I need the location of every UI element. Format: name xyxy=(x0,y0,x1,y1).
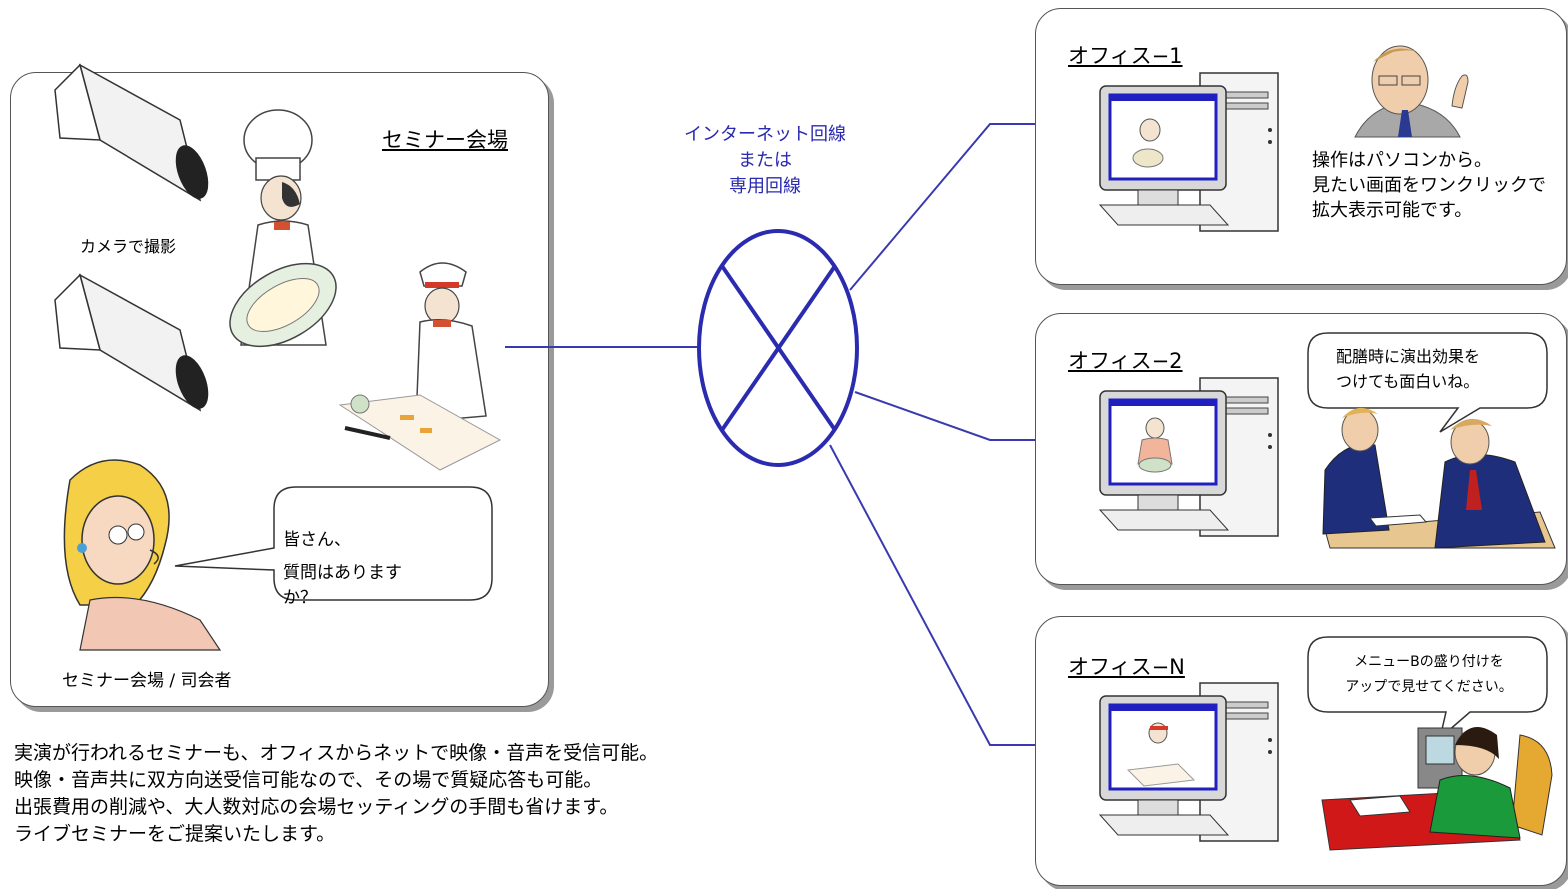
host-bubble-line: 皆さん、 xyxy=(283,530,351,550)
office-2-bubble-line: 配膳時に演出効果を xyxy=(1336,347,1481,366)
description-line: ライブセミナーをご提案いたします。 xyxy=(14,823,336,845)
office-1-connection-line xyxy=(849,123,1035,291)
camera-caption: カメラで撮影 xyxy=(80,237,177,256)
venue-title: セミナー会場 xyxy=(382,128,508,152)
office-2-title: オフィス−2 xyxy=(1068,349,1183,373)
office-n-woman-illustration xyxy=(1321,727,1553,851)
office-1-caption-line: 見たい画面をワンクリックで xyxy=(1312,175,1546,196)
main-description: 実演が行われるセミナーも、オフィスからネットで映像・音声を受信可能。 映像・音声… xyxy=(14,740,658,848)
host-bubble-text: 皆さん、 質問はありますか？ xyxy=(283,528,433,611)
office-2-bubble-text: 配膳時に演出効果を つけても面白いね。 xyxy=(1336,344,1480,394)
chef-cutting-illustration xyxy=(338,262,502,471)
chef-with-platter-illustration xyxy=(229,109,337,348)
office-n-bubble-line: メニューBの盛り付けを xyxy=(1354,654,1504,670)
office-n-connection-line xyxy=(829,444,1035,746)
network-label-line: インターネット回線 xyxy=(684,124,846,145)
network-label-line: または xyxy=(738,150,792,171)
host-caption: セミナー会場 / 司会者 xyxy=(62,671,232,691)
office-n-bubble-line: アップで見せてください。 xyxy=(1345,679,1513,695)
camera-icon xyxy=(54,273,209,412)
office-1-title: オフィス−1 xyxy=(1068,44,1183,68)
office-2-computer-illustration xyxy=(1098,377,1279,537)
office-n-title: オフィス−N xyxy=(1068,655,1185,679)
office-1-computer-illustration xyxy=(1098,72,1279,232)
office-1-caption: 操作はパソコンから。 見たい画面をワンクリックで 拡大表示可能です。 xyxy=(1312,148,1546,223)
office-2-meeting-illustration xyxy=(1322,407,1556,549)
description-line: 出張費用の削減や、大人数対応の会場セッティングの手間も省けます。 xyxy=(14,796,619,818)
host-bubble-line: 質問はありますか？ xyxy=(283,563,402,608)
office-1-man-illustration xyxy=(1354,45,1469,138)
description-line: 実演が行われるセミナーも、オフィスからネットで映像・音声を受信可能。 xyxy=(14,742,659,764)
office-n-speech-bubble xyxy=(1307,636,1548,741)
host-speech-bubble xyxy=(174,486,493,601)
office-n-computer-illustration xyxy=(1098,682,1279,842)
office-n-bubble-text: メニューBの盛り付けを アップで見せてください。 xyxy=(1318,650,1540,700)
network-label-line: 専用回線 xyxy=(729,176,801,197)
description-line: 映像・音声共に双方向送受信可能なので、その場で質疑応答も可能。 xyxy=(14,769,603,791)
office-2-bubble-line: つけても面白いね。 xyxy=(1336,372,1480,391)
office-1-caption-line: 拡大表示可能です。 xyxy=(1312,200,1473,221)
office-2-speech-bubble xyxy=(1307,332,1548,433)
host-woman-illustration xyxy=(63,459,222,651)
office-1-caption-line: 操作はパソコンから。 xyxy=(1312,150,1492,171)
office-2-connection-line xyxy=(854,391,1035,441)
network-node-icon xyxy=(697,229,859,467)
camera-icon xyxy=(54,63,209,202)
network-label: インターネット回線 または 専用回線 xyxy=(650,122,880,200)
